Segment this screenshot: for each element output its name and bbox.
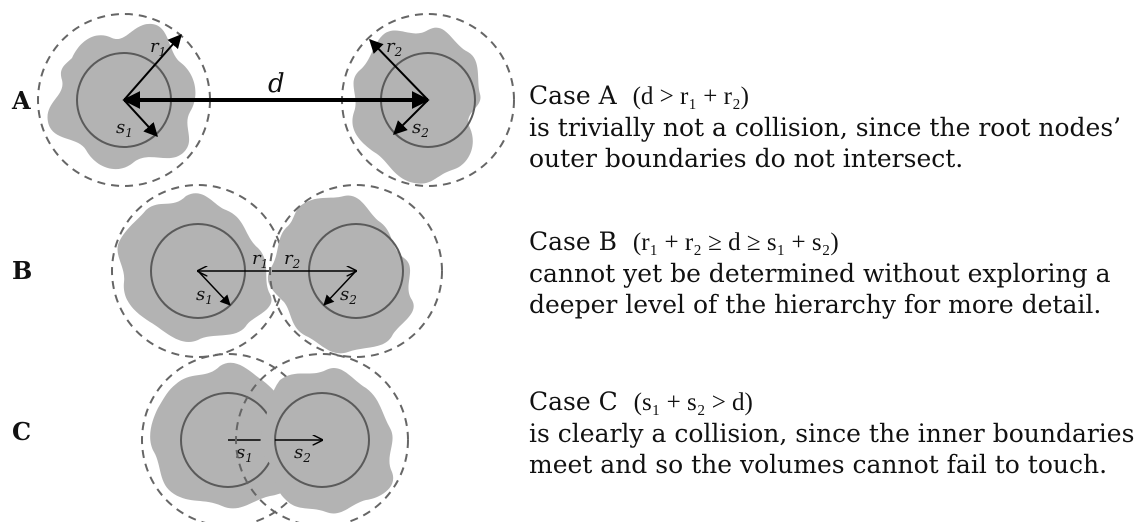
r2-sub-B: 2	[292, 257, 301, 271]
blob-B1	[117, 193, 272, 343]
case-C-condition: (s₁ + s₂ > d)	[633, 389, 753, 416]
s1-arrow-B	[197, 270, 231, 306]
case-A-line-1: is trivially not a collision, since the …	[529, 113, 1122, 142]
svg-text:s1: s1	[196, 284, 213, 307]
outer-circle-B2	[269, 184, 443, 358]
r2-arrow-A	[369, 38, 429, 101]
case-A-description: Case A (d > r₁ + r₂) is trivially not a …	[529, 80, 1129, 174]
svg-text:r1: r1	[150, 36, 166, 59]
case-B-shape-2: r2 s2	[267, 184, 443, 358]
case-B-shape-1: r1 s1	[111, 184, 285, 358]
svg-text:r2: r2	[284, 248, 300, 271]
s1-label-B: s	[196, 284, 205, 305]
s2-sub-B: 2	[348, 293, 357, 307]
svg-text:s2: s2	[340, 284, 357, 307]
r1-label-A: r	[150, 36, 160, 57]
case-A-line-2: outer boundaries do not intersect.	[529, 144, 964, 173]
case-C-shape-2: s2	[235, 353, 409, 522]
svg-text:r2: r2	[386, 36, 402, 59]
case-C-title: Case C	[529, 387, 618, 416]
s1-label-A: s	[116, 117, 125, 138]
s1-label-C: s	[236, 442, 245, 463]
s2-sub-A: 2	[420, 126, 429, 140]
case-C-line-2: meet and so the volumes cannot fail to t…	[529, 450, 1108, 479]
d-label-A: d	[268, 69, 285, 99]
case-A-title: Case A	[529, 81, 617, 110]
case-B-heading: Case B (r₁ + r₂ ≥ d ≥ s₁ + s₂)	[529, 226, 1129, 258]
case-A-heading: Case A (d > r₁ + r₂)	[529, 80, 1129, 112]
r2-label-A: r	[386, 36, 396, 57]
outer-circle-C2	[235, 353, 409, 522]
s2-label-A: s	[412, 117, 421, 138]
svg-text:s2: s2	[412, 117, 429, 140]
s1-sub-C: 1	[245, 451, 253, 465]
case-B-line-1: cannot yet be determined without explori…	[529, 259, 1111, 288]
r1-sub-B: 1	[261, 257, 269, 271]
case-C-description: Case C (s₁ + s₂ > d) is clearly a collis…	[529, 386, 1135, 480]
case-B-line-2: deeper level of the hierarchy for more d…	[529, 290, 1102, 319]
svg-text:s2: s2	[294, 442, 311, 465]
r2-sub-A: 2	[394, 45, 403, 59]
s2-arrow-B	[323, 270, 357, 306]
blob-B2	[267, 195, 414, 354]
svg-text:s1: s1	[116, 117, 133, 140]
case-A-condition: (d > r₁ + r₂)	[632, 83, 750, 110]
r2-label-B: r	[284, 248, 294, 269]
row-label-A: A	[11, 86, 31, 115]
case-B-description: Case B (r₁ + r₂ ≥ d ≥ s₁ + s₂) cannot ye…	[529, 226, 1129, 320]
s1-sub-A: 1	[125, 126, 133, 140]
case-B-title: Case B	[529, 227, 617, 256]
s2-label-B: s	[340, 284, 349, 305]
row-label-B: B	[12, 256, 32, 285]
r1-label-B: r	[252, 248, 262, 269]
svg-text:r1: r1	[252, 248, 268, 271]
r1-sub-A: 1	[159, 45, 167, 59]
svg-text:s1: s1	[236, 442, 253, 465]
s2-label-C: s	[294, 442, 303, 463]
case-B-condition: (r₁ + r₂ ≥ d ≥ s₁ + s₂)	[632, 229, 839, 256]
s1-sub-B: 1	[205, 293, 213, 307]
row-label-C: C	[12, 417, 31, 446]
case-C-heading: Case C (s₁ + s₂ > d)	[529, 386, 1129, 418]
case-C-line-1: is clearly a collision, since the inner …	[529, 419, 1135, 448]
s2-sub-C: 2	[302, 451, 311, 465]
r1-arrow-A	[123, 33, 182, 101]
blob-A2	[352, 27, 481, 184]
